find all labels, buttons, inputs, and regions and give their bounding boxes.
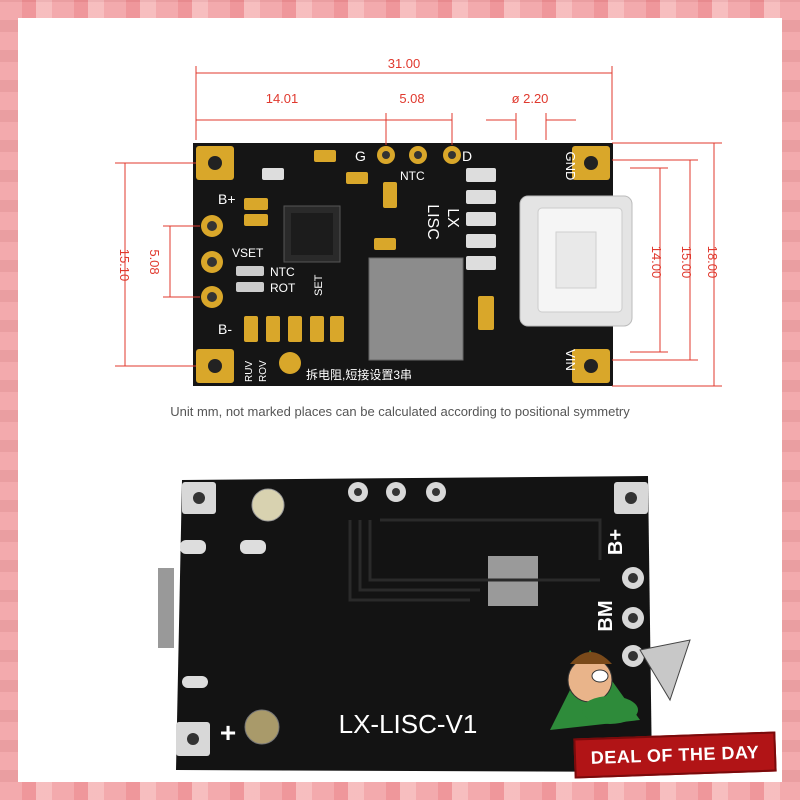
bottom-bm: BM xyxy=(595,600,617,631)
dim-right-height-b: 18.00 xyxy=(705,246,720,279)
top-board: G D NTC LX LISC GND B+ B- VSET NTC ROT S… xyxy=(193,143,633,386)
dim-left-height: 15.10 xyxy=(117,249,132,282)
dimension-lines xyxy=(115,66,722,387)
bottom-b-plus: B+ xyxy=(605,529,627,555)
label-g: G xyxy=(355,148,366,164)
label-rot: ROT xyxy=(270,281,296,295)
bottom-model: LX-LISC-V1 xyxy=(339,709,478,739)
label-d: D xyxy=(462,148,472,164)
label-ntc: NTC xyxy=(270,265,295,279)
label-vset: VSET xyxy=(232,246,264,260)
dim-port-height: 14.00 xyxy=(649,246,664,279)
left-pads xyxy=(201,215,223,308)
label-gnd: GND xyxy=(563,152,578,181)
label-b-plus: B+ xyxy=(218,191,236,207)
label-ruv: RUV xyxy=(244,361,255,382)
label-chinese-note: 拆电阻,短接设置3串 xyxy=(306,367,412,382)
ic-chip xyxy=(283,205,341,263)
label-vin: VIN xyxy=(563,349,578,371)
top-pads xyxy=(377,146,461,164)
usb-edge xyxy=(158,568,174,648)
dim-left-section: 14.01 xyxy=(266,91,299,106)
caption: Unit mm, not marked places can be calcul… xyxy=(170,404,630,419)
dim-hole-diameter: ø 2.20 xyxy=(512,91,549,106)
bottom-plus: + xyxy=(220,717,236,748)
smd-components xyxy=(236,150,496,374)
label-lisc: LISC xyxy=(424,204,441,240)
dim-left-pitch: 5.08 xyxy=(147,249,162,274)
label-ntc-top: NTC xyxy=(400,169,425,183)
label-lx: LX xyxy=(444,208,461,228)
label-b-minus: B- xyxy=(218,321,232,337)
corner-pads xyxy=(196,146,610,383)
dim-total-width: 31.00 xyxy=(388,56,421,71)
label-set: SET xyxy=(313,274,325,296)
deal-badge-label: DEAL OF THE DAY xyxy=(590,742,760,768)
bottom-board: LX-LISC-V1 B+ BM + xyxy=(158,476,652,772)
deal-badge: DEAL OF THE DAY xyxy=(573,731,777,779)
mascot-illustration xyxy=(550,639,691,730)
label-rov: ROV xyxy=(258,360,269,382)
usb-c-port xyxy=(519,195,633,327)
dim-pin-pitch: 5.08 xyxy=(399,91,424,106)
inductor xyxy=(368,257,464,361)
dim-right-height-a: 15.00 xyxy=(679,246,694,279)
